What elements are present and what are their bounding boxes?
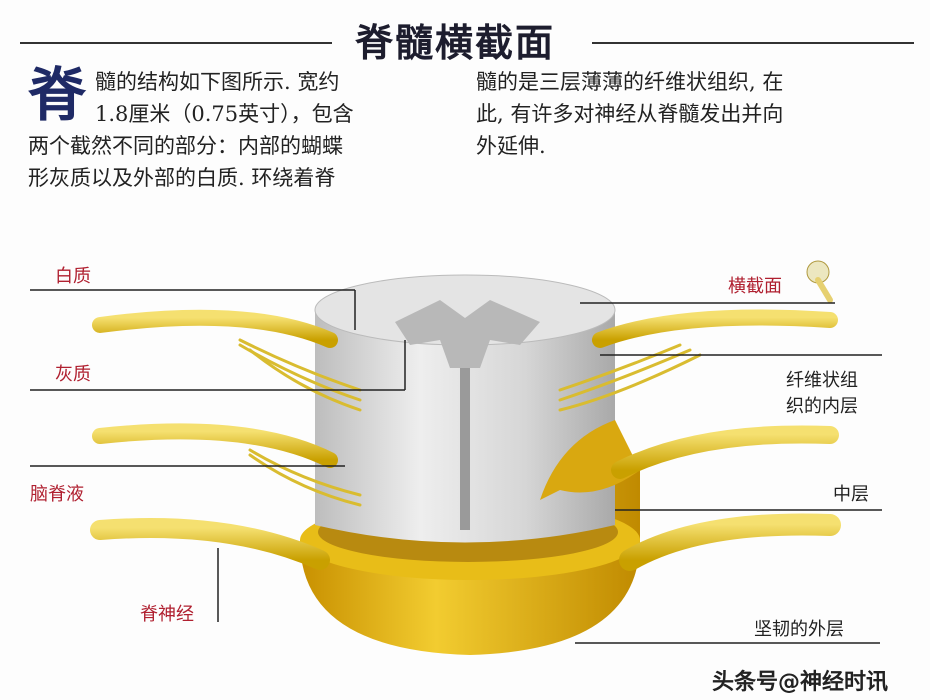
label-spinal-nerve: 脊神经 bbox=[140, 604, 194, 625]
label-inner-layer-2: 织的内层 bbox=[786, 396, 858, 417]
watermark: 头条号@神经时讯 bbox=[712, 670, 889, 695]
intro-line-4: 形灰质以及外部的白质. 环绕着脊 bbox=[28, 166, 336, 190]
label-cross-section: 横截面 bbox=[728, 276, 782, 297]
label-middle-layer: 中层 bbox=[833, 484, 869, 505]
intro-line-2: 1.8厘米（0.75英寸），包含 bbox=[95, 102, 354, 126]
page-title: 脊髓横截面 bbox=[355, 20, 556, 65]
intro-line-5: 髓的是三层薄薄的纤维状组织, 在 bbox=[476, 70, 784, 94]
cross-section-thumbnail-icon bbox=[806, 260, 833, 303]
intro-line-3: 两个截然不同的部分：内部的蝴蝶 bbox=[28, 134, 343, 158]
drop-cap: 脊 bbox=[28, 61, 87, 129]
label-outer-layer: 坚韧的外层 bbox=[754, 619, 844, 640]
label-white-matter: 白质 bbox=[55, 266, 91, 287]
intro-line-6: 此, 有许多对神经从脊髓发出并向 bbox=[476, 102, 784, 126]
label-csf: 脑脊液 bbox=[30, 484, 84, 505]
label-gray-matter: 灰质 bbox=[55, 364, 91, 385]
intro-line-7: 外延伸. bbox=[476, 134, 546, 158]
spinal-cord bbox=[314, 274, 640, 543]
gray-matter-butterfly bbox=[395, 300, 540, 368]
title-rule-right bbox=[592, 42, 914, 44]
intro-line-1: 髓的结构如下图所示. 宽约 bbox=[95, 70, 340, 94]
spinal-nerves bbox=[90, 309, 841, 571]
label-inner-layer-1: 纤维状组 bbox=[786, 370, 858, 391]
leader-lines bbox=[30, 289, 882, 644]
title-rule-left bbox=[20, 42, 332, 44]
